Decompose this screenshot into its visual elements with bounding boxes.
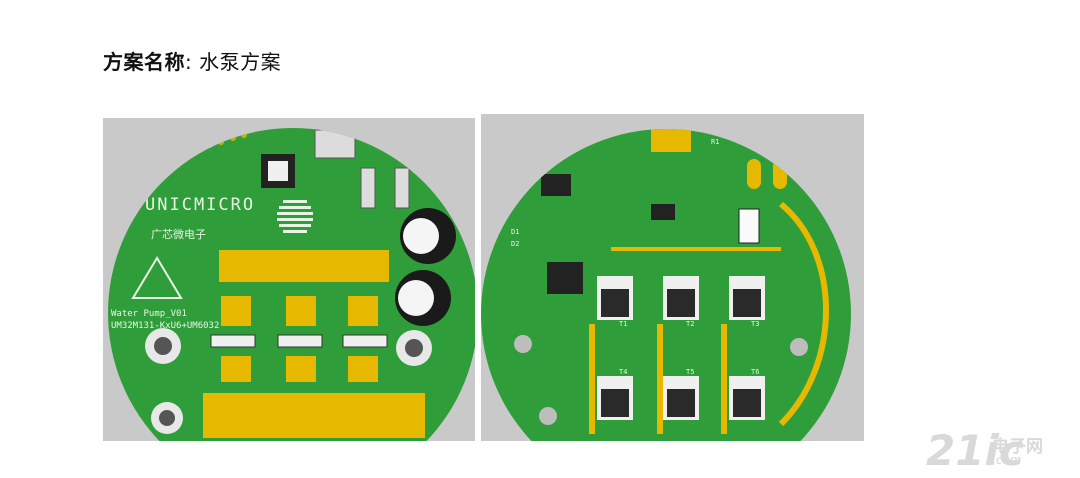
pcb-photo-left: UNICMICRO 广芯微电子 Water Pump_V01 UM32M131-… bbox=[103, 118, 475, 441]
switch-cap bbox=[268, 161, 288, 181]
pcb-photo-right: T1 T2 T3 T4 T5 T6 D1 D2 C1 R1 bbox=[481, 114, 864, 441]
mosfet-array bbox=[597, 276, 765, 420]
board-outline bbox=[108, 128, 475, 441]
watermark-logo: 21ic 电子网 .com bbox=[926, 430, 1076, 474]
pcb-label-t4: T4 bbox=[619, 368, 627, 376]
ic-chip bbox=[547, 262, 583, 294]
pcb-board-name: Water Pump_V01 bbox=[111, 309, 187, 319]
title-separator: : bbox=[185, 50, 193, 74]
pcb-label-t2: T2 bbox=[686, 320, 694, 328]
pcb-left-image: UNICMICRO 广芯微电子 Water Pump_V01 UM32M131-… bbox=[108, 128, 475, 441]
pcb-label-t6: T6 bbox=[751, 368, 759, 376]
watermark-domain: .com bbox=[992, 453, 1022, 467]
title-value: 水泵方案 bbox=[199, 50, 282, 74]
pcb-brand: UNICMICRO bbox=[145, 195, 255, 215]
pcb-brand-cn: 广芯微电子 bbox=[151, 227, 206, 241]
gold-pad-bottom bbox=[203, 393, 425, 438]
watermark-cn: 电子网 bbox=[992, 437, 1043, 457]
pcb-label-d1: D1 bbox=[511, 228, 519, 236]
title-label: 方案名称 bbox=[103, 50, 185, 74]
connector bbox=[314, 129, 356, 159]
pcb-label-c1: C1 bbox=[571, 138, 579, 146]
document-title: 方案名称: 水泵方案 bbox=[103, 46, 281, 75]
pcb-label-d2: D2 bbox=[511, 240, 519, 248]
pcb-label-t3: T3 bbox=[751, 320, 759, 328]
pcb-label-t1: T1 bbox=[619, 320, 627, 328]
pcb-label-r1: R1 bbox=[711, 138, 719, 146]
watermark-number: 21ic bbox=[926, 426, 1024, 475]
pcb-label-t5: T5 bbox=[686, 368, 694, 376]
pcb-board-parts: UM32M131-KxU6+UM6032 bbox=[111, 321, 219, 331]
logo-icon bbox=[277, 200, 313, 233]
pcb-right-image: T1 T2 T3 T4 T5 T6 D1 D2 C1 R1 bbox=[481, 129, 851, 441]
esd-icon bbox=[131, 256, 183, 299]
gold-pad-top bbox=[219, 250, 389, 282]
